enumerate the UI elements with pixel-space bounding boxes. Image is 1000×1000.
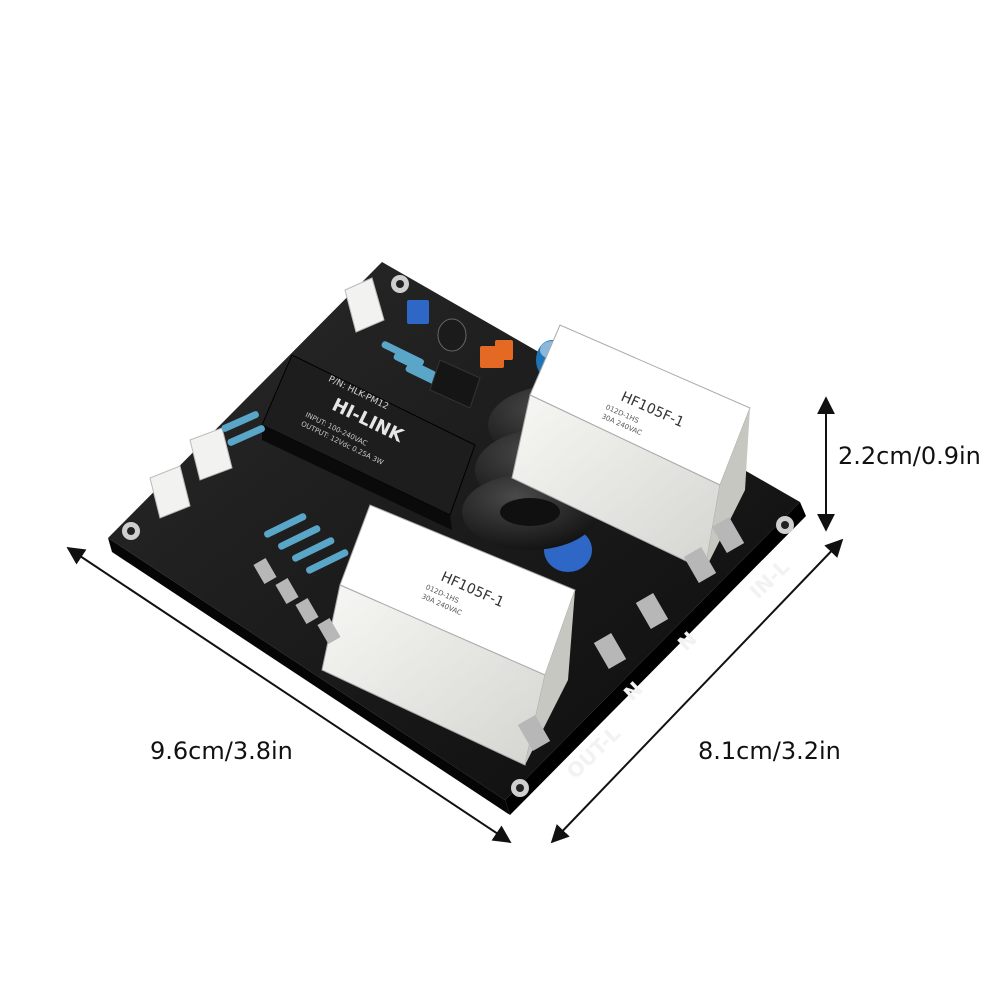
connector-left-2 [189,427,233,481]
resistor-array-left [221,411,265,446]
connector-left-1 [149,465,191,519]
length-arrow [66,547,512,843]
width-dimension-label: 8.1cm/3.2in [698,737,841,765]
height-dimension-label: 2.2cm/0.9in [838,442,981,470]
width-arrow [550,538,844,844]
ic-chip [429,359,481,409]
length-dimension-label: 9.6cm/3.8in [150,737,293,765]
connector-top [344,277,385,333]
orange-capacitors [480,340,513,368]
power-module: P/N: HLK-PM12 HI-LINK INPUT: 100-240VAC … [261,354,476,530]
